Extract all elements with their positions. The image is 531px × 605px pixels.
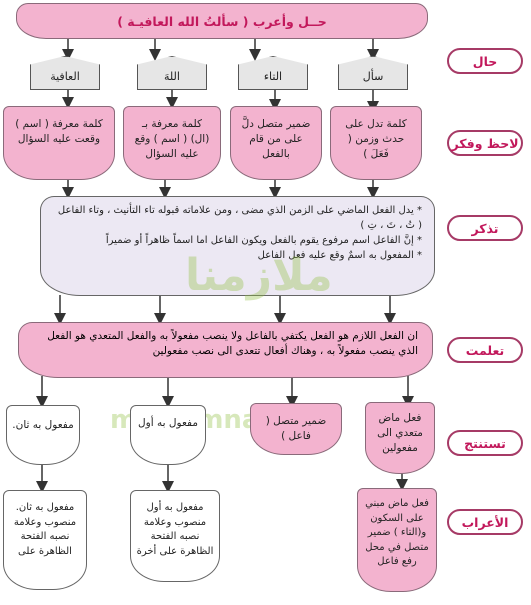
- conclude-box: مفعول به ثان.: [6, 405, 80, 465]
- word-box: اللهَ: [137, 56, 207, 90]
- label-observe: لاحظ وفكر: [447, 130, 523, 156]
- learned-text: ان الفعل اللازم هو الفعل يكتفي بالفاعل و…: [47, 330, 418, 358]
- conclude-box: ضمير متصل ( فاعل ): [250, 403, 342, 455]
- parse-text: مفعول به ثان. منصوب وعلامة نصبه الفتحة ا…: [13, 502, 77, 557]
- word-box: العافية: [30, 56, 100, 90]
- label-remember: تذكر: [447, 215, 523, 241]
- learned-banner: ان الفعل اللازم هو الفعل يكتفي بالفاعل و…: [18, 322, 433, 378]
- parse-text: فعل ماض مبني على السكون و(التاء ) ضمير م…: [365, 498, 429, 567]
- word-text: سأل: [362, 70, 384, 83]
- observe-box: كلمة تدل على حدث وزمن ( فَعَلَ ): [330, 106, 422, 180]
- title-banner: حــل وأعرب ( سألتُ الله العافيـة ): [16, 3, 428, 39]
- conclude-text: ضمير متصل ( فاعل ): [265, 415, 327, 443]
- conclude-text: مفعول به ثان.: [12, 419, 74, 431]
- parse-box: مفعول به أول منصوب وعلامة نصبه الفتحة ال…: [130, 490, 220, 582]
- word-text: العافية: [50, 70, 80, 83]
- observe-box: كلمة معرفة بـ (ال) ( اسم ) وقع عليه السؤ…: [123, 106, 221, 180]
- remember-banner: * يدل الفعل الماضي على الزمن الذي مضى ، …: [40, 196, 435, 296]
- observe-box: كلمة معرفة ( اسم ) وقعت عليه السؤال: [3, 106, 115, 180]
- title-text: حــل وأعرب ( سألتُ الله العافيـة ): [117, 13, 327, 29]
- label-conclude: تستنتج: [447, 430, 523, 456]
- observe-text: ضمير متصل دلَّ على من قام بالفعل: [241, 118, 311, 161]
- conclude-box: مفعول به أول: [130, 405, 206, 465]
- label-parse: الأعراب: [447, 509, 523, 535]
- word-text: اللهَ: [164, 70, 180, 83]
- parse-box: مفعول به ثان. منصوب وعلامة نصبه الفتحة ا…: [3, 490, 87, 590]
- remember-item: * يدل الفعل الماضي على الزمن الذي مضى ، …: [57, 205, 422, 231]
- label-learned: تعلمت: [447, 337, 523, 363]
- observe-text: كلمة معرفة بـ (ال) ( اسم ) وقع عليه السؤ…: [134, 118, 210, 161]
- conclude-box: فعل ماض متعدي الى مفعولين: [365, 402, 435, 474]
- parse-box: فعل ماض مبني على السكون و(التاء ) ضمير م…: [357, 488, 437, 592]
- observe-box: ضمير متصل دلَّ على من قام بالفعل: [230, 106, 322, 180]
- word-text: التاء: [263, 70, 283, 83]
- remember-item: * إنَّ الفاعل اسم مرفوع يقوم بالفعل ويكو…: [105, 235, 422, 246]
- label-hal: حال: [447, 48, 523, 74]
- remember-item: * المفعول به اسمٌ وقع عليه فعل الفاعل: [257, 250, 422, 261]
- conclude-text: مفعول به أول: [138, 417, 198, 429]
- conclude-text: فعل ماض متعدي الى مفعولين: [377, 412, 423, 455]
- observe-text: كلمة معرفة ( اسم ) وقعت عليه السؤال: [15, 118, 103, 146]
- observe-text: كلمة تدل على حدث وزمن ( فَعَلَ ): [345, 118, 407, 161]
- watermark-logo: ملازمنا: [185, 250, 333, 301]
- parse-text: مفعول به أول منصوب وعلامة نصبه الفتحة ال…: [136, 502, 214, 557]
